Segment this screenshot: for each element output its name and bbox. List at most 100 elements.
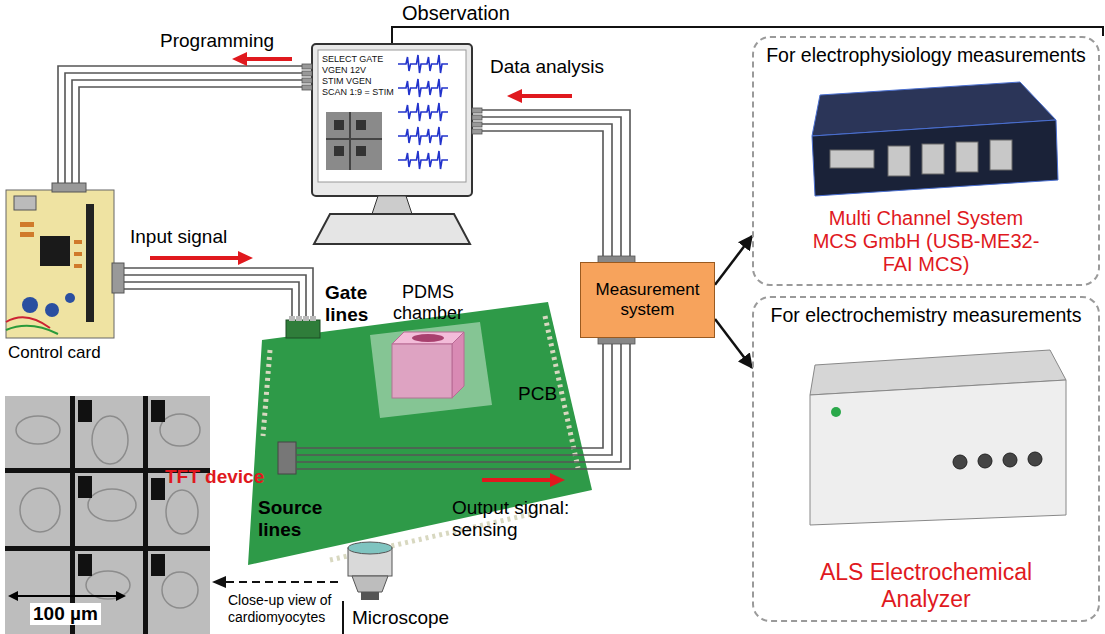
cardiomyocyte-image	[70, 396, 75, 634]
control-card	[86, 204, 94, 322]
mcs-device	[956, 142, 978, 172]
wire	[296, 344, 630, 469]
tft-pcb	[278, 442, 296, 474]
scale-bar-label: 100 µm	[30, 603, 101, 625]
monitor	[326, 112, 382, 170]
observation-line	[342, 601, 344, 634]
wire	[296, 344, 603, 448]
monitor	[398, 151, 448, 169]
wire	[65, 73, 302, 184]
monitor	[326, 138, 382, 140]
cardiomyocyte-image	[78, 476, 92, 498]
tft-pcb	[289, 316, 295, 321]
control-card	[14, 196, 36, 210]
microscope-label: Microscope	[352, 607, 449, 629]
pdms-chamber	[392, 332, 464, 398]
pdms-chamber	[412, 334, 444, 342]
data-analysis-label: Data analysis	[490, 56, 604, 78]
cardiomyocyte-image	[160, 414, 200, 446]
pdms-chamber-label: PDMS chamber	[376, 282, 480, 323]
monitor	[334, 120, 344, 130]
tft-pcb	[286, 320, 320, 338]
monitor	[398, 103, 448, 121]
monitor	[314, 214, 470, 244]
mcs-device	[812, 120, 1058, 196]
screen-text: SELECT GATE	[322, 55, 383, 64]
cardiomyocyte-image	[151, 478, 165, 500]
cardiomyocyte-image	[116, 591, 126, 601]
node-heading: For electrophysiology measurements	[766, 44, 1086, 66]
monitor	[312, 44, 472, 196]
cardiomyocyte-image	[16, 416, 60, 444]
als-device	[1003, 453, 1017, 467]
monitor	[472, 122, 482, 127]
signal-arrow	[150, 52, 572, 487]
monitor	[356, 120, 366, 130]
monitor	[398, 55, 448, 73]
mcs-device	[812, 82, 1058, 196]
mcs-device	[830, 150, 874, 168]
cardiomyocyte-image	[162, 572, 198, 608]
instrument-panel: For electrochemistry measurementsALS Ele…	[752, 296, 1100, 622]
tft-pcb	[370, 322, 492, 418]
tft-pcb	[303, 316, 309, 321]
control-card	[20, 232, 34, 237]
connector-arrow	[715, 319, 752, 368]
cardiomyocyte-image	[8, 591, 18, 601]
monitor	[302, 85, 312, 90]
wire	[482, 124, 612, 256]
monitor	[472, 115, 482, 120]
monitor	[356, 146, 366, 156]
monitor	[334, 146, 344, 156]
control-card	[6, 183, 124, 338]
signal-arrow	[520, 94, 572, 98]
cardiomyocyte-image	[5, 546, 210, 551]
control-card	[112, 263, 124, 293]
output-signal-label: Output signal: sensing	[452, 497, 602, 541]
node-text: ALS Electrochemical Analyzer	[806, 559, 1046, 612]
connector-arrow	[715, 236, 752, 285]
control-card	[74, 240, 82, 244]
dashed-arrow	[212, 576, 226, 588]
wire	[482, 131, 603, 256]
control-card	[45, 303, 59, 317]
microscope	[348, 542, 392, 600]
mcs-device	[922, 144, 944, 174]
cardiomyocyte-image	[78, 554, 92, 576]
monitor	[398, 55, 448, 169]
cardiomyocyte-image	[16, 414, 200, 608]
als-device	[978, 454, 992, 468]
source-lines-label: Source lines	[258, 497, 330, 541]
cardiomyocyte-image	[14, 595, 120, 597]
tft-pcb	[263, 350, 270, 436]
monitor	[302, 64, 482, 134]
microscope	[361, 592, 379, 600]
tft-pcb	[248, 302, 592, 565]
cardiomyocyte-image	[5, 396, 210, 634]
mcs-device	[990, 140, 1012, 170]
pdms-chamber	[392, 344, 452, 398]
screen-text: STIM VGEN	[322, 77, 372, 86]
instrument-panel: For electrophysiology measurementsMulti …	[752, 36, 1100, 286]
wire	[124, 289, 292, 320]
monitor	[398, 79, 448, 97]
wire	[482, 110, 630, 256]
cardiomyocyte-image	[92, 416, 128, 464]
cardiomyocyte-image	[20, 488, 60, 532]
monitor	[398, 127, 448, 145]
cardiomyocyte-image	[166, 490, 198, 534]
mcs-device	[888, 146, 910, 176]
als-device	[953, 455, 967, 469]
control-card	[6, 190, 114, 338]
signal-arrow	[507, 89, 522, 103]
dashed-arrow	[212, 576, 338, 588]
connector	[598, 337, 635, 344]
screen-text: VGEN 12V	[322, 66, 366, 75]
node-text: Multi Channel System MCS GmbH (USB-ME32-…	[810, 207, 1042, 276]
tft-pcb	[248, 302, 592, 565]
node-heading: For electrochemistry measurements	[770, 304, 1081, 326]
cardiomyocyte-image	[5, 396, 210, 634]
cardiomyocyte-image	[88, 489, 136, 521]
signal-arrow	[232, 52, 247, 66]
wire	[124, 282, 299, 320]
